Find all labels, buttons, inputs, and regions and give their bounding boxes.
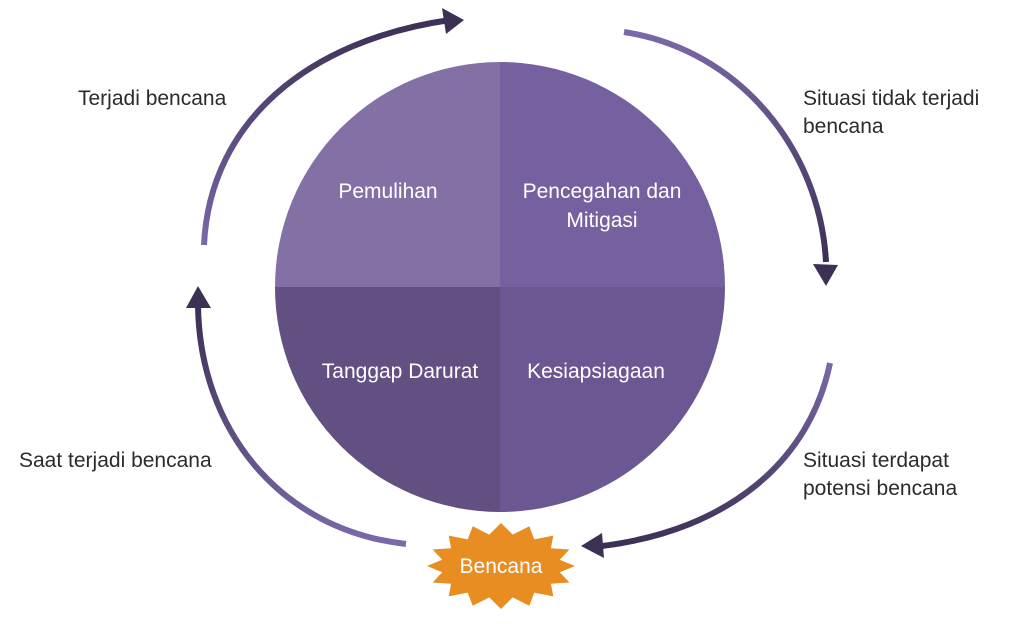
quadrant-label-kesiapsiagaan: Kesiapsiagaan bbox=[527, 360, 665, 383]
arrowhead-right bbox=[813, 264, 838, 286]
quadrant-label-pemulihan: Pemulihan bbox=[338, 180, 437, 203]
bencana-label: Bencana bbox=[460, 555, 543, 578]
arrowhead-left bbox=[186, 286, 211, 308]
arrowhead-bottom-right bbox=[581, 533, 604, 558]
quadrant-bottom-right bbox=[500, 287, 725, 512]
label-situasi-tidak-terjadi-line1: Situasi tidak terjadi bbox=[803, 87, 980, 110]
bencana-burst-shape bbox=[427, 523, 575, 609]
cycle-arrow-top-left bbox=[201, 17, 451, 246]
label-situasi-terdapat-line2: potensi bencana bbox=[803, 477, 958, 500]
cycle-arrow-right bbox=[623, 29, 829, 263]
label-terjadi-bencana: Terjadi bencana bbox=[78, 87, 227, 110]
quadrant-label-pencegahan-line2: Mitigasi bbox=[566, 209, 637, 232]
label-situasi-terdapat-line1: Situasi terdapat bbox=[803, 449, 949, 472]
label-situasi-tidak-terjadi-line2: bencana bbox=[803, 115, 884, 138]
cycle-arrow-left bbox=[195, 305, 407, 547]
cycle-arrow-bottom-right bbox=[601, 362, 833, 549]
quadrant-label-pencegahan-line1: Pencegahan dan bbox=[523, 180, 682, 203]
quadrant-top-right bbox=[500, 62, 725, 287]
quadrant-label-tanggap-darurat: Tanggap Darurat bbox=[322, 360, 479, 383]
label-saat-terjadi-bencana: Saat terjadi bencana bbox=[19, 449, 212, 472]
quadrant-top-left bbox=[275, 62, 500, 287]
arrowhead-top-left bbox=[442, 8, 464, 34]
quadrant-bottom-left bbox=[275, 287, 500, 512]
